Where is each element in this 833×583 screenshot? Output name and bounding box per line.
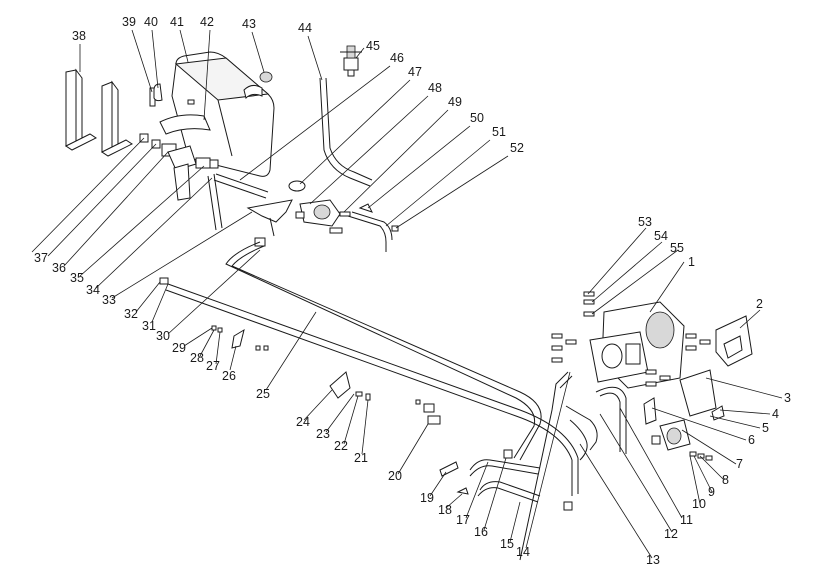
callout-25: 25 [256, 387, 270, 401]
bolt-set-top [583, 291, 595, 317]
valve-body-48 [295, 199, 351, 234]
cap-43 [259, 71, 273, 83]
fitting-32 [159, 277, 169, 285]
callout-27: 27 [206, 359, 220, 373]
bracket-4 [711, 405, 725, 421]
callout-4: 4 [772, 407, 779, 421]
callout-54: 54 [654, 229, 668, 243]
callout-40: 40 [144, 15, 158, 29]
bolt-set-left [551, 333, 577, 363]
callout-41: 41 [170, 15, 184, 29]
callout-46: 46 [390, 51, 404, 65]
bracket-6 [643, 397, 657, 425]
callout-49: 49 [448, 95, 462, 109]
callout-16: 16 [474, 525, 488, 539]
clip-18 [456, 487, 469, 495]
clamp-set [355, 391, 441, 425]
mounting-brackets [65, 68, 133, 157]
callout-39: 39 [122, 15, 136, 29]
callout-8: 8 [722, 473, 729, 487]
pipe-44 [319, 77, 371, 187]
part-drawings [65, 45, 753, 561]
callout-36: 36 [52, 261, 66, 275]
callout-32: 32 [124, 307, 138, 321]
bracket-26 [231, 328, 245, 349]
callout-51: 51 [492, 125, 506, 139]
callout-9: 9 [708, 485, 715, 499]
heater-unit [589, 301, 685, 389]
callout-44: 44 [298, 21, 312, 35]
callout-42: 42 [200, 15, 214, 29]
clip-40 [153, 83, 163, 102]
callout-17: 17 [456, 513, 470, 527]
callout-47: 47 [408, 65, 422, 79]
callout-11: 11 [680, 513, 693, 527]
callout-53: 53 [638, 215, 652, 229]
callout-12: 12 [664, 527, 678, 541]
bracket-29 [246, 199, 293, 223]
callout-21: 21 [354, 451, 368, 465]
part-52 [391, 225, 399, 232]
callout-2: 2 [756, 297, 763, 311]
part-50 [358, 203, 373, 213]
callout-10: 10 [692, 497, 706, 511]
callout-29: 29 [172, 341, 186, 355]
bolt-set-right [645, 333, 711, 387]
leader-lines [31, 29, 783, 559]
callout-30: 30 [156, 329, 170, 343]
bolt-19 [439, 461, 459, 477]
callout-52: 52 [510, 141, 524, 155]
callout-34: 34 [86, 283, 100, 297]
callout-33: 33 [102, 293, 116, 307]
callout-43: 43 [242, 17, 256, 31]
callout-7: 7 [736, 457, 743, 471]
callout-35: 35 [70, 271, 84, 285]
callout-18: 18 [438, 503, 452, 517]
callout-50: 50 [470, 111, 484, 125]
fuel-tank [171, 51, 275, 177]
coupler-47 [288, 180, 306, 192]
callout-6: 6 [748, 433, 755, 447]
callout-26: 26 [222, 369, 236, 383]
valve-45 [340, 45, 362, 77]
callout-28: 28 [190, 351, 204, 365]
callout-22: 22 [334, 439, 348, 453]
callout-labels: 1 2 3 4 5 6 7 8 9 10 11 12 13 14 15 16 1… [34, 15, 791, 567]
callout-55: 55 [670, 241, 684, 255]
fitting-16 [503, 449, 513, 459]
callout-5: 5 [762, 421, 769, 435]
callout-13: 13 [646, 553, 660, 567]
callout-23: 23 [316, 427, 330, 441]
callout-3: 3 [784, 391, 791, 405]
bracket-24 [329, 371, 351, 399]
callout-20: 20 [388, 469, 402, 483]
callout-45: 45 [366, 39, 380, 53]
callout-37: 37 [34, 251, 48, 265]
callout-19: 19 [420, 491, 434, 505]
callout-38: 38 [72, 29, 86, 43]
pump-7 [651, 419, 691, 451]
callout-24: 24 [296, 415, 310, 429]
callout-48: 48 [428, 81, 442, 95]
callout-31: 31 [142, 319, 156, 333]
callout-14: 14 [516, 545, 530, 559]
callout-1: 1 [688, 255, 695, 269]
callout-15: 15 [500, 537, 514, 551]
strap-42 [159, 114, 211, 135]
bracket-3 [679, 369, 717, 417]
